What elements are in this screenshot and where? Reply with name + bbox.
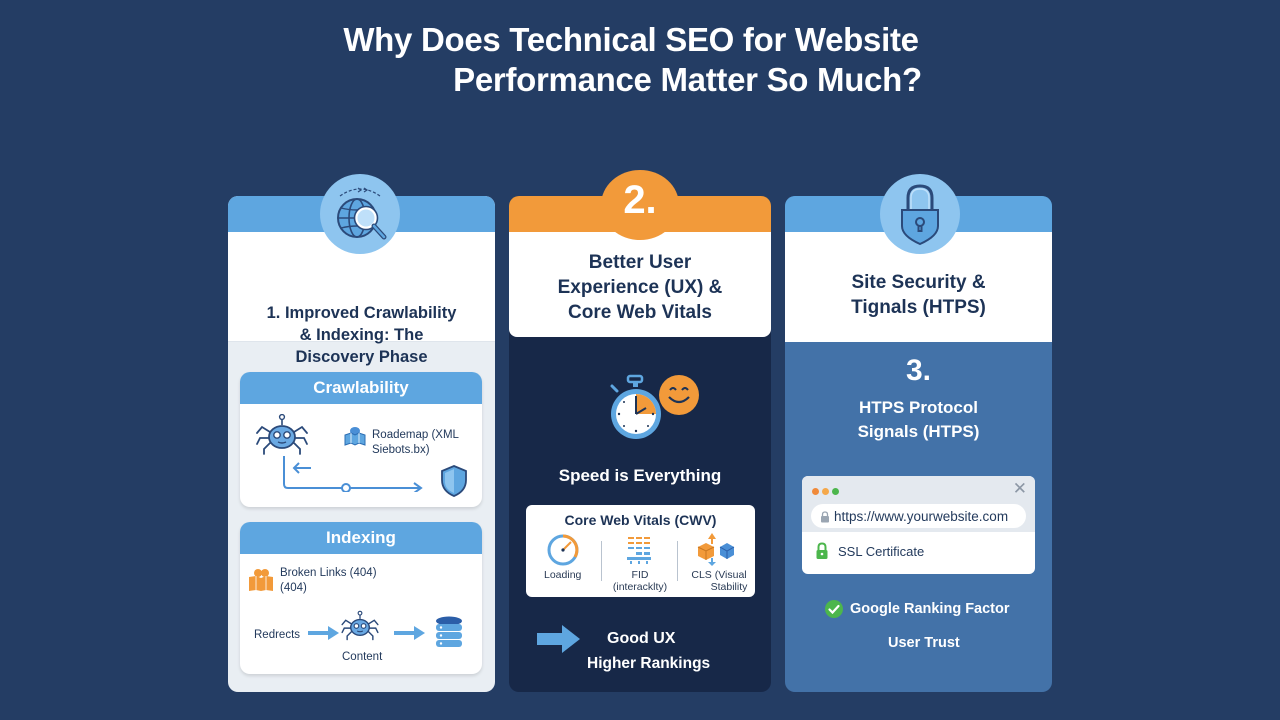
browser-mockup: ✕ https://www.yourwebsite.com SSL Certif… xyxy=(802,476,1035,574)
crawlability-header: Crawlability xyxy=(240,372,482,404)
padlock-icon xyxy=(880,174,960,254)
roadmap-text: Roademap (XML Siebots.bx) xyxy=(372,428,459,458)
cwv-cls-line: CLS (Visual xyxy=(691,569,747,581)
arrow-right-icon xyxy=(537,625,580,653)
broken-links-text: Broken Links (404) (404) xyxy=(280,566,377,596)
card-title-line: 1. Improved Crawlability xyxy=(266,304,457,322)
arrow-right-icon xyxy=(394,626,425,640)
section-number: 3. xyxy=(905,354,932,387)
indexing-header: Indexing xyxy=(240,522,482,554)
card-title-line: Site Security & xyxy=(851,272,986,293)
protocol-text: HTPS Protocol Signals (HTPS) xyxy=(785,396,1052,444)
protocol-line: Signals (HTPS) xyxy=(857,422,980,441)
card-title: Site Security & Tignals (HTPS) xyxy=(785,270,1052,320)
url-text: https://www.yourwebsite.com xyxy=(834,509,1009,524)
card-user-experience: Better User Experience (UX) & Core Web V… xyxy=(509,196,771,692)
good-ux-text: Good UX xyxy=(607,630,676,647)
card-title-line: Better User xyxy=(588,252,692,273)
smiley-icon xyxy=(659,375,699,415)
arrow-right-icon xyxy=(308,626,339,640)
close-icon[interactable]: ✕ xyxy=(1012,479,1027,498)
crawl-flow-lines xyxy=(283,456,423,492)
database-icon xyxy=(436,616,462,647)
interaction-grid-icon xyxy=(627,537,651,564)
card-title-line: Experience (UX) & xyxy=(557,277,723,298)
card-crawlability-indexing: 1. Improved Crawlability & Indexing: The… xyxy=(228,196,495,692)
crawlability-panel: Crawlability Roademap (XML Siebots.bx) xyxy=(240,372,482,507)
card-title: 1. Improved Crawlability & Indexing: The… xyxy=(228,302,495,368)
window-dot-close xyxy=(812,488,819,495)
number-badge xyxy=(601,170,679,240)
protocol-line: HTPS Protocol xyxy=(858,398,978,417)
arrow-left-icon xyxy=(292,462,311,474)
broken-links-line: Broken Links (404) xyxy=(280,567,377,579)
cwv-loading: Loading xyxy=(544,569,582,581)
content-label: Content xyxy=(342,651,383,663)
user-trust: User Trust xyxy=(888,635,960,651)
indexing-panel: Indexing Broken Links (404) (404) Redrec… xyxy=(240,522,482,674)
ssl-certificate-text: SSL Certificate xyxy=(838,544,925,559)
divider xyxy=(601,541,602,581)
card-title-line: Tignals (HTPS) xyxy=(851,297,986,318)
stopwatch-icon xyxy=(610,374,661,439)
core-web-vitals-panel: Core Web Vitals (CWV) Loading FID (inter… xyxy=(526,505,755,597)
cwv-cls: CLS (Visual Stability xyxy=(684,569,754,593)
spider-bot-icon xyxy=(256,414,308,455)
section-number: 2. xyxy=(623,178,657,222)
ssl-lock-icon xyxy=(816,542,828,559)
spider-bot-icon xyxy=(341,610,379,641)
broken-links-line: (404) xyxy=(280,582,307,594)
card-title-line: & Indexing: The xyxy=(299,326,424,344)
shield-icon xyxy=(441,465,467,497)
layout-shift-cubes-icon xyxy=(697,533,735,566)
card-title: Better User Experience (UX) & Core Web V… xyxy=(509,250,771,325)
card-title-line: Core Web Vitals xyxy=(568,302,712,323)
card-header: Better User Experience (UX) & Core Web V… xyxy=(509,232,771,337)
window-dot-minimize xyxy=(822,488,829,495)
card-header: Site Security & Tignals (HTPS) xyxy=(785,232,1052,342)
page-title: Why Does Technical SEO for Website Perfo… xyxy=(0,20,1280,100)
title-line-2: Performance Matter So Much? xyxy=(453,61,922,98)
broken-link-icon xyxy=(249,569,273,591)
cwv-title: Core Web Vitals (CWV) xyxy=(564,512,717,528)
cwv-fid-line: (interacklty) xyxy=(612,581,668,593)
divider xyxy=(677,541,678,581)
roadmap-line: Siebots.bx) xyxy=(372,444,430,456)
redirects-label: Redrects xyxy=(254,629,301,641)
sitemap-map-icon xyxy=(344,427,366,446)
url-bar[interactable] xyxy=(811,504,1026,528)
checkmark-icon xyxy=(825,600,843,618)
globe-search-icon xyxy=(320,174,400,254)
cwv-fid: FID (interacklty) xyxy=(610,569,670,593)
roadmap-line: Roademap (XML xyxy=(372,429,459,441)
window-dot-maximize xyxy=(832,488,839,495)
speed-label: Speed is Everything xyxy=(558,466,722,485)
higher-rankings-text: Higher Rankings xyxy=(587,655,711,672)
cwv-fid-line: FID xyxy=(631,569,649,581)
card-title-line: Discovery Phase xyxy=(295,348,428,366)
google-ranking-factor: Google Ranking Factor xyxy=(850,601,1010,617)
title-line-1: Why Does Technical SEO for Website xyxy=(343,21,919,58)
lock-icon xyxy=(821,511,829,523)
cwv-cls-line: Stability xyxy=(710,581,748,593)
gauge-icon xyxy=(547,534,579,566)
